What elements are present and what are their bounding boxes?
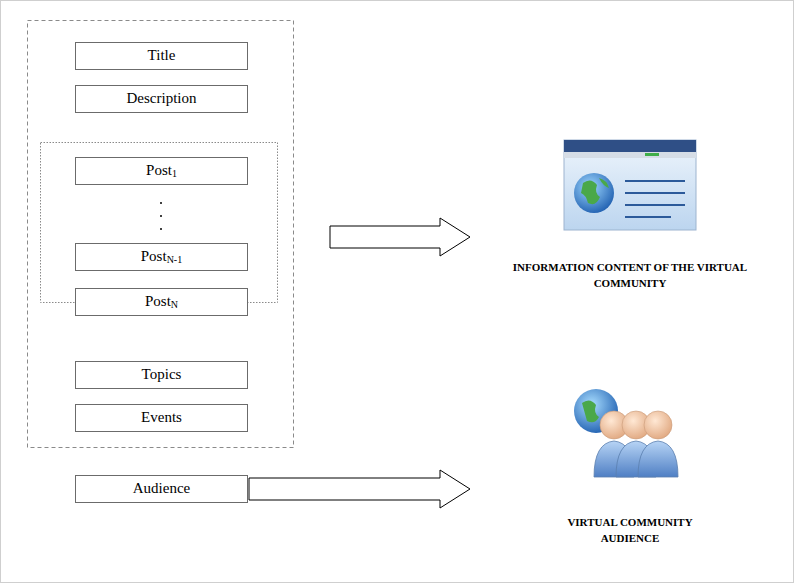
ellipsis-dots: [160, 202, 162, 230]
field-box: Audience: [75, 475, 248, 503]
field-box: Events: [75, 404, 248, 432]
field-box: PostN: [75, 288, 248, 316]
browser-icon: [563, 138, 697, 232]
box-label: PostN-1: [141, 248, 182, 265]
box-label: Topics: [142, 366, 182, 383]
icon-node: VIRTUAL COMMUNITY AUDIENCE: [480, 385, 780, 547]
field-box: Post1: [75, 157, 248, 185]
posts-group-outline: [41, 143, 278, 303]
icon-caption: INFORMATION CONTENT OF THE VIRTUAL COMMU…: [488, 260, 773, 292]
field-box: Topics: [75, 361, 248, 389]
block-arrow: [330, 218, 470, 256]
box-label: Audience: [133, 480, 190, 497]
people-icon: [568, 385, 692, 481]
box-label: Description: [127, 90, 197, 107]
block-arrow: [249, 470, 470, 508]
box-label: Post1: [146, 162, 177, 179]
icon-caption: VIRTUAL COMMUNITY AUDIENCE: [550, 515, 710, 547]
field-box: Description: [75, 85, 248, 113]
group-outline: [28, 21, 294, 448]
box-label: PostN: [145, 293, 178, 310]
field-box: PostN-1: [75, 243, 248, 271]
box-label: Events: [141, 409, 182, 426]
field-box: Title: [75, 42, 248, 70]
box-label: Title: [148, 47, 176, 64]
icon-node: INFORMATION CONTENT OF THE VIRTUAL COMMU…: [480, 138, 780, 292]
